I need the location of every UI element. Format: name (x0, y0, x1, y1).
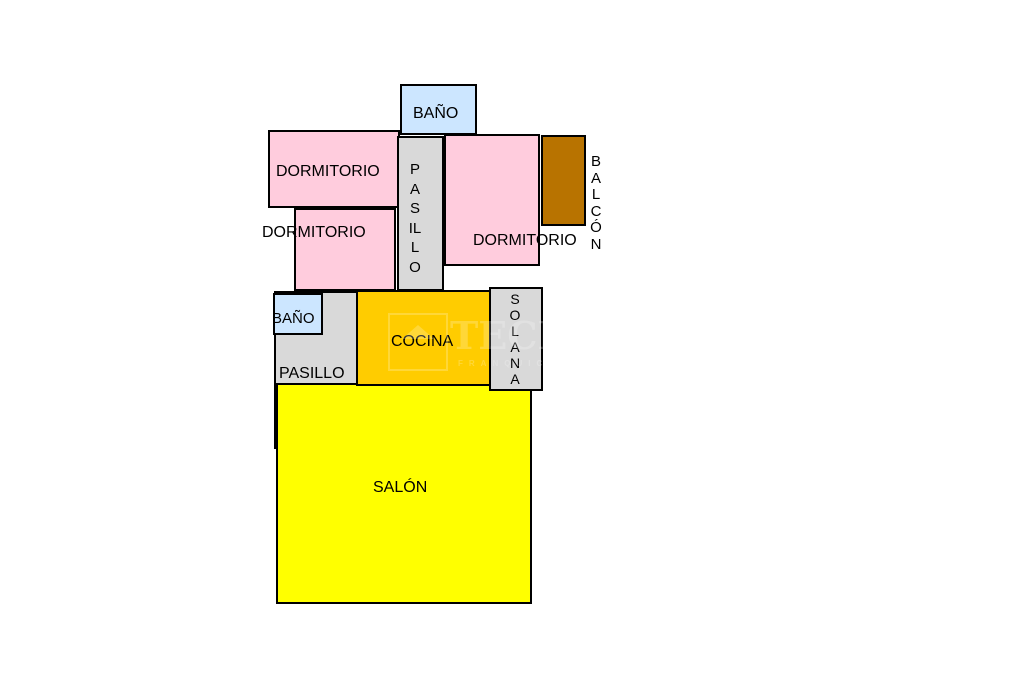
label-solana: SOLANA (509, 291, 521, 387)
watermark-text: TECNO (450, 313, 543, 358)
label-cocina: COCINA (391, 333, 454, 350)
label-bano-small: BAÑO (272, 310, 315, 327)
label-dormitorio-right: DORMITORIO (473, 232, 577, 249)
watermark-logo: TECNO FRANQUICIA (388, 311, 543, 373)
label-dormitorio-left-top: DORMITORIO (276, 163, 380, 180)
room-bano-small (273, 293, 323, 335)
room-dormitorio-left-top (268, 130, 400, 208)
label-balcon: BALCÓN (590, 153, 602, 253)
label-salon: SALÓN (373, 479, 428, 496)
room-cocina (356, 290, 492, 386)
room-dormitorio-left-bottom (294, 208, 396, 291)
watermark-subtext: FRANQUICIA (458, 359, 543, 368)
room-salon (276, 383, 532, 604)
room-balcon (541, 135, 586, 226)
house-icon (402, 325, 434, 339)
label-dormitorio-left-bottom: DORMITORIO (262, 224, 366, 241)
room-dormitorio-right (444, 134, 540, 266)
watermark-box (388, 313, 448, 371)
label-pasillo-vertical: PASILLO (408, 161, 422, 276)
room-solana (489, 287, 543, 391)
label-bano-top: BAÑO (413, 105, 459, 122)
label-pasillo-lower: PASILLO (279, 365, 345, 382)
room-bano-top (400, 84, 477, 135)
